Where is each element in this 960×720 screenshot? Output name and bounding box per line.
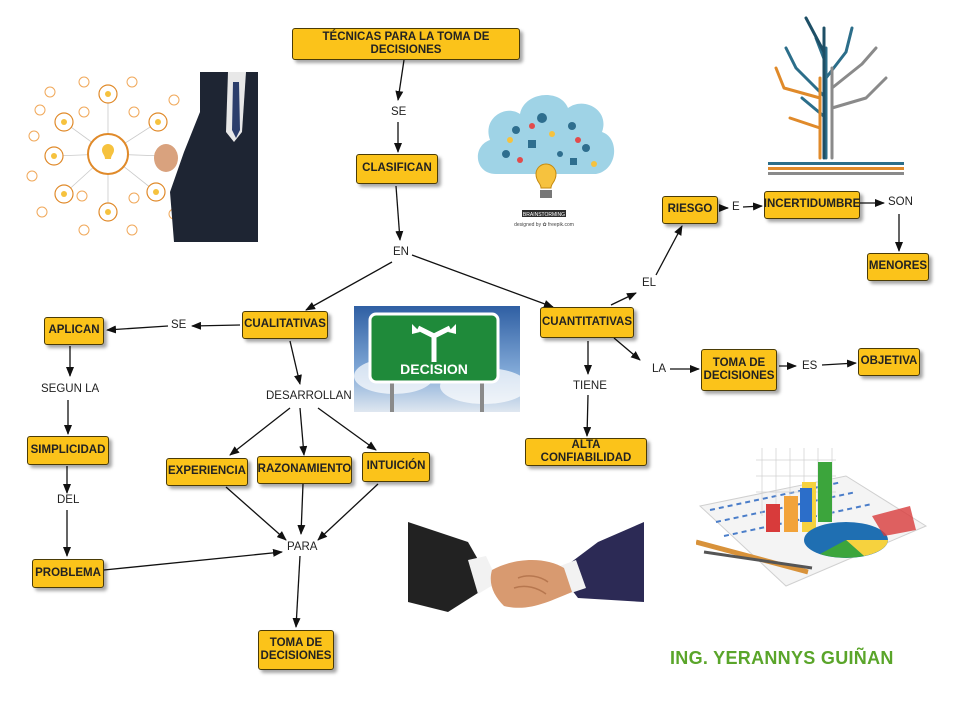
node-incertidumbre[interactable]: INCERTIDUMBRE <box>764 191 860 219</box>
label-la: LA <box>652 363 667 375</box>
node-aplican[interactable]: APLICAN <box>44 317 104 345</box>
business-charts-image <box>696 446 930 592</box>
label-tiene: TIENE <box>573 380 607 392</box>
node-tecnicas[interactable]: TÉCNICAS PARA LA TOMA DE DECISIONES <box>292 28 520 60</box>
node-experiencia[interactable]: EXPERIENCIA <box>166 458 248 486</box>
label-para: PARA <box>287 541 318 553</box>
node-razonamiento[interactable]: RAZONAMIENTO <box>257 456 352 484</box>
author-credit: ING. YERANNYS GUIÑAN <box>670 648 894 668</box>
node-problema[interactable]: PROBLEMA <box>32 559 104 588</box>
label-el: EL <box>642 277 657 289</box>
label-en: EN <box>393 246 409 258</box>
node-menores[interactable]: MENORES <box>867 253 929 281</box>
label-se-left: SE <box>171 319 187 331</box>
node-clasifican[interactable]: CLASIFICAN <box>356 154 438 184</box>
decision-sign-image: DECISION <box>354 306 520 412</box>
label-e: E <box>732 201 740 213</box>
node-cuantitativas[interactable]: CUANTITATIVAS <box>540 307 634 338</box>
node-riesgo[interactable]: RIESGO <box>662 196 718 224</box>
node-cualitativas[interactable]: CUALITATIVAS <box>242 311 328 339</box>
label-del: DEL <box>57 494 80 506</box>
node-alta-confiabilidad[interactable]: ALTA CONFIABILIDAD <box>525 438 647 466</box>
label-se-top: SE <box>391 106 407 118</box>
label-es: ES <box>802 360 818 372</box>
node-simplicidad[interactable]: SIMPLICIDAD <box>27 436 109 465</box>
label-desarrollan: DESARROLLAN <box>266 390 352 402</box>
label-segun-la: SEGUN LA <box>41 383 100 395</box>
node-intuicion[interactable]: INTUICIÓN <box>362 452 430 482</box>
handshake-image <box>408 522 644 624</box>
node-objetiva[interactable]: OBJETIVA <box>858 348 920 376</box>
arrow-tree-illustration <box>766 8 906 180</box>
idea-network-illustration <box>24 72 258 242</box>
decision-sign-text: DECISION <box>400 361 468 377</box>
brainstorm-credit: designed by ✿ freepik.com <box>514 222 574 228</box>
node-toma-decisiones-bottom[interactable]: TOMA DE DECISIONES <box>258 630 334 670</box>
brainstorm-caption: BRAINSTORMING <box>523 212 565 218</box>
label-son: SON <box>888 196 913 208</box>
brainstorming-illustration: BRAINSTORMING designed by ✿ freepik.com <box>466 74 622 232</box>
node-toma-decisiones-right[interactable]: TOMA DE DECISIONES <box>701 349 777 391</box>
